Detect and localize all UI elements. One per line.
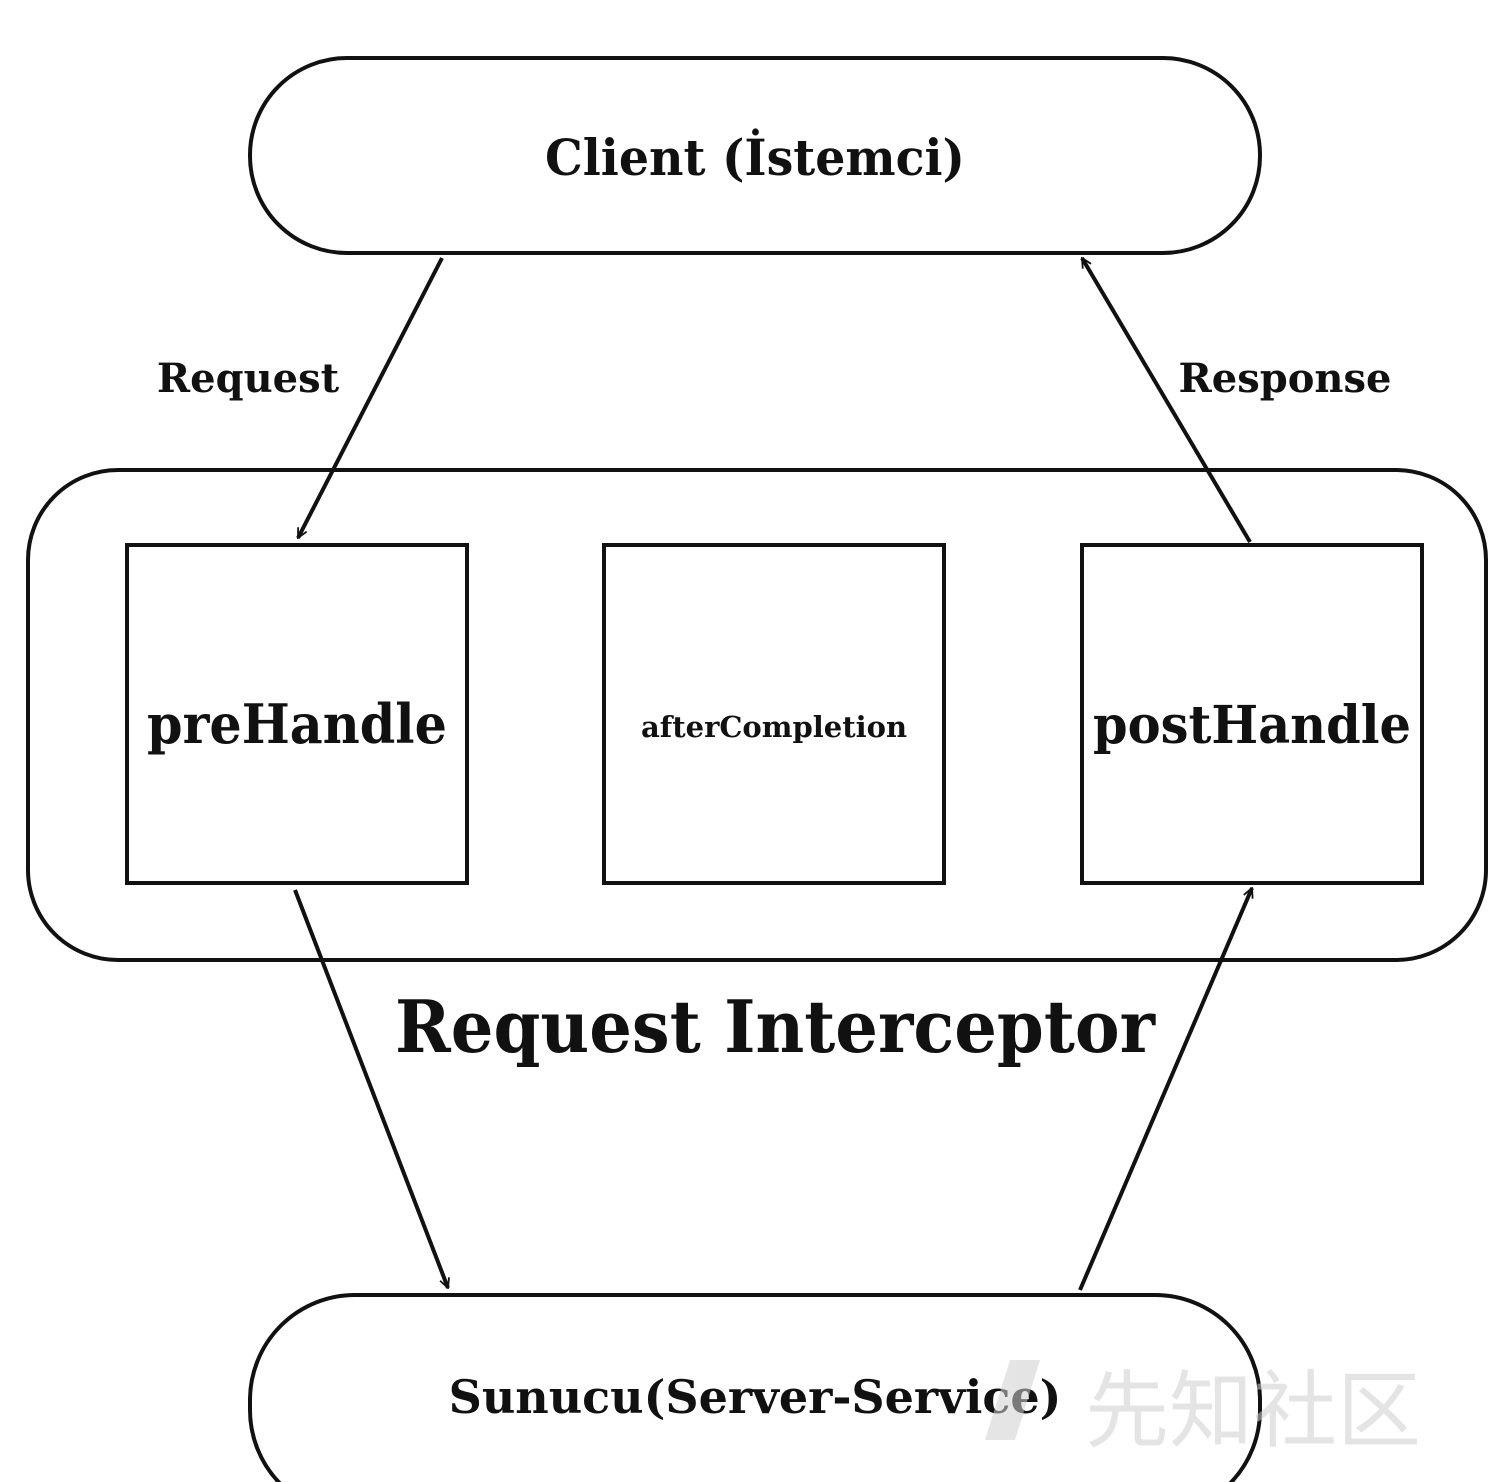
aftercompletion-label: afterCompletion: [641, 710, 907, 744]
response-edge-label: Response: [1179, 355, 1392, 402]
client-node: [248, 56, 1262, 255]
server-label: Sunucu(Server-Service): [449, 1370, 1062, 1424]
prehandle-to-server-arrow: [293, 889, 448, 1288]
interceptor-label: Request Interceptor: [395, 984, 1156, 1069]
response-arrow: [1080, 258, 1252, 544]
request-edge-label: Request: [157, 355, 340, 402]
request-arrow: [296, 257, 444, 538]
aftercompletion-box: [602, 543, 946, 885]
server-to-posthandle-arrow: [1078, 888, 1254, 1291]
prehandle-box: [125, 543, 469, 885]
posthandle-box: [1080, 543, 1424, 885]
client-label: Client (İstemci): [545, 127, 965, 187]
prehandle-label: preHandle: [147, 692, 447, 756]
server-node: [248, 1293, 1262, 1482]
watermark-text: 先知社区: [1085, 1362, 1421, 1460]
watermark-logo: 先知社区: [985, 1360, 1421, 1460]
posthandle-label: postHandle: [1093, 695, 1411, 756]
interceptor-container: [26, 468, 1488, 962]
